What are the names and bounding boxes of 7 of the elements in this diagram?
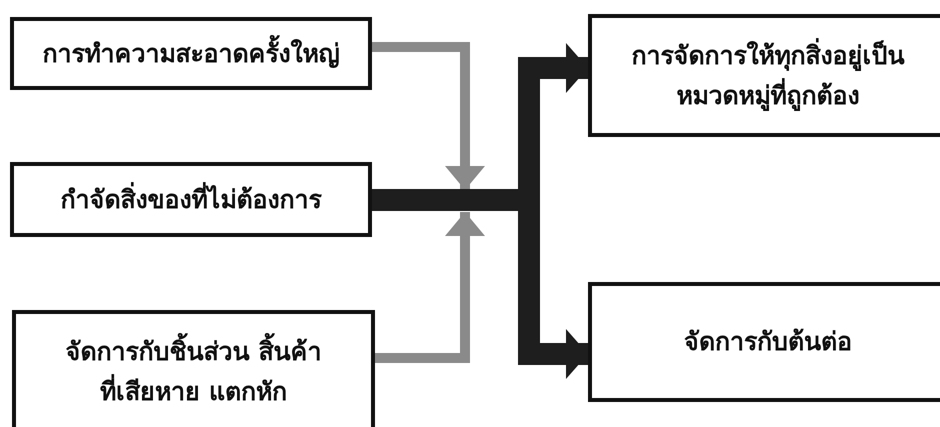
process-box: การทำความสะอาดครั้งใหญ่ xyxy=(10,17,372,90)
process-box: กำจัดสิ่งของที่ไม่ต้องการ xyxy=(10,162,372,237)
arrow xyxy=(375,212,485,363)
arrow xyxy=(372,42,485,190)
process-box: การจัดการให้ทุกสิ่งอยู่เป็น หมวดหมู่ที่ถูกต้อง xyxy=(588,14,940,137)
process-box: จัดการกับชิ้นส่วน สิ้นค้าที่เสียหาย แตกหัก xyxy=(12,310,375,427)
process-box: จัดการกับต้นต่อ xyxy=(588,282,940,402)
